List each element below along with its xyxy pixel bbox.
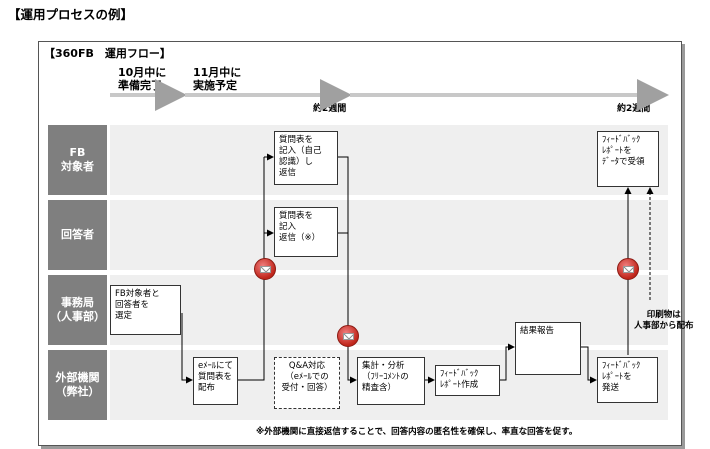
period-2-label: 約2週間: [617, 104, 651, 114]
milestone-1-line1: 10月中に: [118, 66, 167, 79]
lane-external-line1: 外部機関: [55, 371, 100, 384]
milestone-2: 11月中に 実施予定: [193, 66, 241, 92]
milestone-2-line2: 実施予定: [193, 79, 237, 92]
box-receive-report: ﾌｨｰﾄﾞﾊﾞｯｸ ﾚﾎﾟｰﾄを ﾃﾞｰﾀで受領: [597, 131, 659, 187]
lane-fb-target-line1: FB: [69, 146, 86, 159]
lane-label-secretariat: 事務局（人事部）: [48, 275, 107, 345]
box-respondent-fill: 質問表を 記入 返信（※）: [274, 207, 338, 257]
milestone-1: 10月中に 準備完了: [118, 66, 166, 92]
printed-copies-note: 印刷物は 人事部から配布: [634, 310, 694, 331]
box-qa: Q&A対応 （eﾒｰﾙでの 受付・回答）: [274, 357, 340, 409]
lane-secretariat-line2: （人事部）: [50, 310, 105, 323]
lane-secretariat-line1: 事務局: [61, 296, 94, 309]
milestone-1-line2: 準備完了: [118, 79, 162, 92]
lane-bg-respondent: [110, 200, 668, 270]
arrow-report-to-results: [500, 343, 515, 381]
mail-icon: [617, 258, 639, 280]
page-title: 【運用プロセスの例】: [8, 7, 134, 22]
box-results: 結果報告: [515, 322, 581, 375]
box-send-report: ﾌｨｰﾄﾞﾊﾞｯｸ ﾚﾎﾟｰﾄを 発送: [597, 357, 658, 403]
arrow-self-fill-return: [338, 156, 357, 384]
lane-bg-fb-target: [110, 125, 668, 195]
box-self-fill: 質問表を 記入（自己 認識）し 返信: [274, 131, 338, 185]
lane-respondent-line1: 回答者: [61, 228, 94, 241]
arrow-select-to-distribute: [181, 313, 193, 384]
lane-label-respondent: 回答者: [48, 200, 107, 270]
lane-fb-target-line2: 対象者: [61, 160, 94, 173]
frame-title: 【360FB 運用フロー】: [44, 47, 171, 60]
footnote: ※外部機関に直接返信することで、回答内容の匿名性を確保し、率直な回答を促す。: [256, 427, 578, 437]
box-report-create: ﾌｨｰﾄﾞﾊﾞｯｸ ﾚﾎﾟｰﾄ作成: [435, 365, 500, 396]
box-aggregate: 集計・分析 （ﾌﾘｰｺﾒﾝﾄの 精査含）: [357, 357, 425, 405]
box-distribute: eﾒｰﾙにて 質問表を 配布: [193, 357, 238, 405]
mail-icon: [254, 258, 276, 280]
milestone-2-line1: 11月中に: [193, 66, 242, 79]
lane-label-external: 外部機関（弊社）: [48, 350, 107, 420]
arrow-results-to-send: [580, 346, 597, 384]
mail-icon: [337, 325, 359, 347]
lane-external-line2: （弊社）: [55, 385, 100, 398]
arrow-distribute-up: [237, 157, 265, 381]
box-select-targets: FB対象者と 回答者を 選定: [110, 285, 181, 335]
